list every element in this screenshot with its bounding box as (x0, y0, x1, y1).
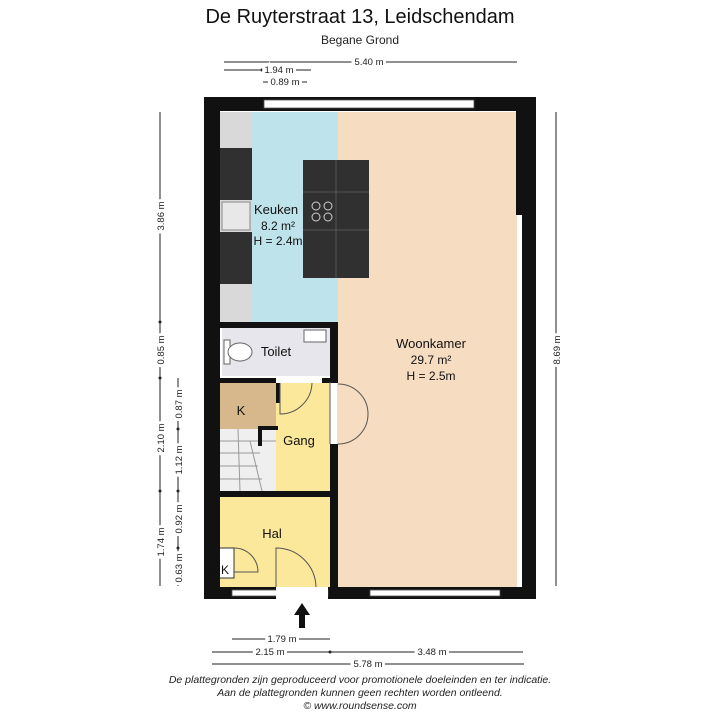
dim-top-b: 0.89 m (270, 77, 299, 88)
room-toilet-name: Toilet (261, 344, 292, 359)
dim-right: 8.69 m (552, 335, 563, 364)
dim-left2-b: 1.12 m (174, 445, 185, 474)
dim-left-a: 3.86 m (156, 201, 167, 230)
room-keuken-area: 8.2 m² (261, 219, 295, 233)
stair-floor (212, 429, 276, 491)
cooktop-icon (311, 201, 333, 222)
dim-bottom-b: 2.15 m (255, 647, 284, 658)
dim-left2-a: 0.87 m (174, 389, 185, 418)
toilet-icon (223, 339, 253, 365)
kitchen-lower-cabinet (220, 232, 252, 284)
k-floor (212, 383, 276, 429)
room-woonkamer-height: H = 2.5m (406, 369, 455, 383)
dim-left2-d: 0.63 m (174, 553, 185, 582)
room-mk-name: MK (211, 563, 229, 577)
room-gang-name: Gang (283, 433, 315, 448)
dim-left-b: 0.85 m (156, 335, 167, 364)
room-keuken-name: Keuken (254, 202, 298, 217)
dim-left-c: 2.10 m (156, 423, 167, 452)
kitchen-upper-cabinet (220, 148, 252, 200)
doors (233, 382, 369, 588)
footer-disclaimer-2: Aan de plattegronden kunnen geen rechten… (217, 687, 503, 699)
room-k-name: K (237, 403, 246, 418)
kitchen-sink (221, 201, 251, 231)
footer-disclaimer-1: De plattegronden zijn geproduceerd voor … (168, 674, 552, 686)
dim-top-a: 1.94 m (264, 65, 293, 76)
room-woonkamer-name: Woonkamer (396, 336, 467, 351)
dim-bottom-a: 1.79 m (267, 634, 296, 645)
plan-title: De Ruyterstraat 13, Leidschendam (205, 6, 515, 28)
dim-left2-c: 0.92 m (174, 504, 185, 533)
room-hal-name: Hal (262, 526, 282, 541)
dim-bottom-total: 5.78 m (353, 659, 382, 670)
washbasin-icon (303, 329, 327, 343)
footer-copyright: © www.roundsense.com (303, 700, 417, 712)
entrance-arrow-icon (294, 603, 310, 628)
gang-floor (276, 383, 330, 491)
staircase (212, 428, 276, 492)
room-woonkamer-area: 29.7 m² (411, 353, 452, 367)
floor-label: Begane Grond (320, 33, 400, 47)
room-keuken-height: H = 2.4m (253, 234, 302, 248)
dim-left-d: 1.74 m (156, 527, 167, 556)
dim-top-total: 5.40 m (354, 57, 383, 68)
dim-bottom-c: 3.48 m (417, 647, 446, 658)
front-door-opening (276, 587, 328, 599)
